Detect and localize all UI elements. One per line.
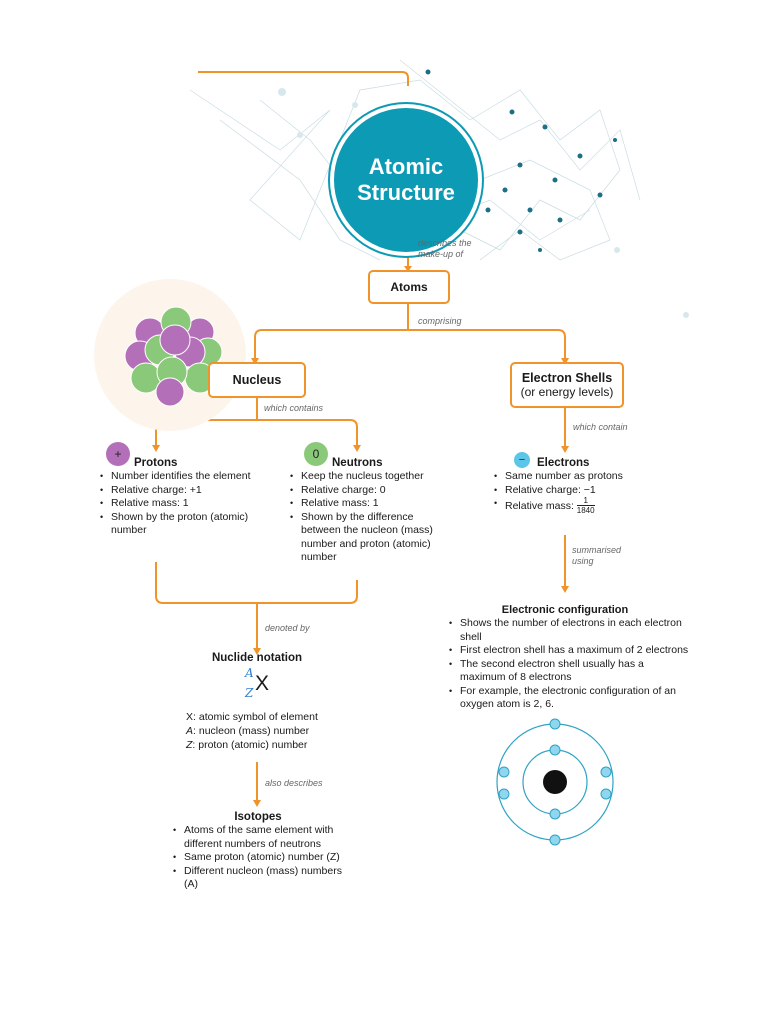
nuclide-legend-line: Z: proton (atomic) number [186,738,356,752]
neutrons-title: Neutrons [332,457,383,469]
nuclide-legend-line: X: atomic symbol of element [186,710,356,724]
isotopes-list: Atoms of the same element with different… [171,824,354,892]
list-item: Relative mass: 1 1840 [494,496,665,515]
electrons-list: Same number as protons Relative charge: … [492,470,665,515]
atom-nucleus [543,770,567,794]
edge-label-denoted: denoted by [265,623,310,633]
electron-mass-fraction: 1 1840 [576,496,595,515]
edge-label-also-describes: also describes [265,778,323,788]
arrowheads [152,266,569,807]
isotopes-title: Isotopes [234,811,282,823]
edge-label-describes: describes the make-up of [418,238,472,259]
nuclide-title: Nuclide notation [211,652,303,664]
fraction-denominator: 1840 [576,505,595,515]
legend-text: : nucleon (mass) number [193,725,310,737]
neutron-badge-icon: 0 [304,442,328,466]
electron-badge-icon: − [514,452,530,468]
edge-label-which-contains: which contains [264,403,324,413]
list-item: Relative charge: +1 [100,484,279,498]
list-item: The second electron shell usually has a … [449,658,692,685]
electron-mass-label: Relative mass: [505,499,574,512]
bracket-nucleons [155,562,358,604]
neutrons-list: Keep the nucleus together Relative charg… [288,470,451,565]
nuclide-symbol-X: X [255,672,270,695]
list-item: Same proton (atomic) number (Z) [173,851,354,865]
edge-label-comprising: comprising [418,316,462,326]
edge-label-which-contain: which contain [573,422,628,432]
top-connector [198,71,409,86]
title-line-1: Atomic [368,154,444,179]
electron-shell-diagram [496,718,614,846]
edge-label-summarised: summarised using [572,545,622,566]
electron-shells-label: Electron Shells [521,371,613,385]
list-item: Keep the nucleus together [290,470,451,484]
nucleus-illustration [124,306,223,407]
nuclide-legend: X: atomic symbol of element A: nucleon (… [186,710,356,752]
list-item: Different nucleon (mass) numbers (A) [173,865,354,892]
list-item: For example, the electronic configuratio… [449,685,692,712]
nuclide-symbol-A: A [245,666,254,680]
list-item: Relative mass: 1 [100,497,279,511]
electron-shells-sublabel: (or energy levels) [520,385,614,399]
edge-to-neutrons [349,419,358,447]
title-node: Atomic Structure [334,108,478,252]
title-line-2: Structure [357,180,455,205]
legend-text: : atomic symbol of element [193,711,318,723]
list-item: Number identifies the element [100,470,279,484]
nucleus-node: Nucleus [208,362,306,398]
legend-symbol: Z [186,739,193,751]
config-list: Shows the number of electrons in each el… [447,617,692,712]
nucleus-label: Nucleus [232,373,282,387]
nuclide-symbol-Z: Z [245,686,254,700]
list-item: Atoms of the same element with different… [173,824,354,851]
fraction-numerator: 1 [583,496,588,505]
list-item: Shown by the difference between the nucl… [290,511,451,565]
list-item: Shown by the proton (atomic) number [100,511,279,538]
list-item: Shows the number of electrons in each el… [449,617,692,644]
network-dots [425,69,617,252]
electrons-title: Electrons [537,457,590,469]
network-soft-dots [278,88,689,318]
list-item: Relative charge: −1 [494,484,665,498]
config-title: Electronic configuration [501,604,629,616]
list-item: Same number as protons [494,470,665,484]
protons-title: Protons [134,457,178,469]
electron-shells-node: Electron Shells (or energy levels) [510,362,624,408]
proton-badge-icon: + [106,442,130,466]
atoms-node: Atoms [368,270,450,304]
legend-text: : proton (atomic) number [192,739,308,751]
atoms-label: Atoms [390,280,428,294]
legend-symbol: A [186,725,194,737]
list-item: Relative mass: 1 [290,497,451,511]
nuclide-symbol: A Z X [243,666,283,706]
edge-to-nucleus [254,329,263,360]
edge-to-shells [262,329,566,360]
list-item: Relative charge: 0 [290,484,451,498]
nuclide-legend-line: A: nucleon (mass) number [186,724,356,738]
legend-symbol: X [186,711,194,723]
list-item: First electron shell has a maximum of 2 … [449,644,692,658]
protons-list: Number identifies the element Relative c… [98,470,279,538]
